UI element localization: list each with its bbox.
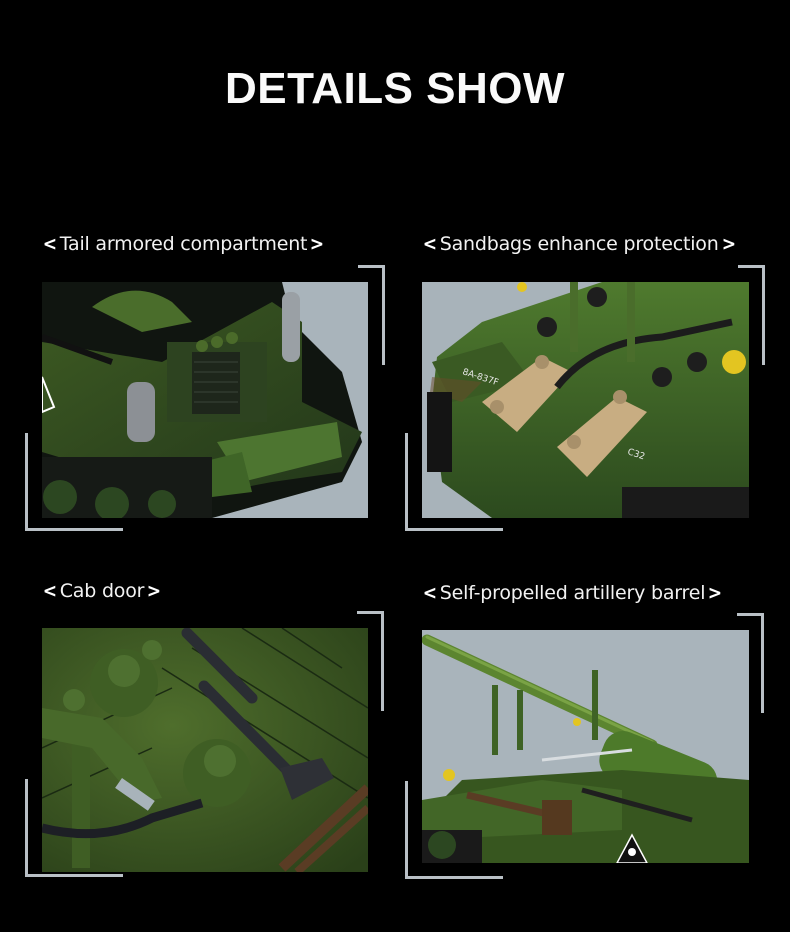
frame-corner-top-right — [357, 611, 384, 711]
chevron-right-icon: > — [721, 233, 736, 255]
chevron-left-icon: < — [422, 582, 437, 604]
chevron-left-icon: < — [42, 580, 57, 602]
detail-photo-artillery-barrel — [422, 630, 749, 863]
frame-corner-top-right — [358, 265, 385, 365]
chevron-right-icon: > — [310, 233, 325, 255]
frame-corner-bottom-left — [25, 433, 123, 531]
panel-label-self-propelled-artillery-barrel: < Self-propelled artillery barrel > — [422, 582, 723, 604]
tank-sandbags-illustration: 8A-837F C32 — [422, 282, 749, 518]
page-title: DETAILS SHOW — [224, 64, 566, 113]
frame-corner-bottom-left — [25, 779, 123, 877]
detail-photo-sandbags: 8A-837F C32 — [422, 282, 749, 518]
cab-door-illustration — [42, 628, 368, 872]
tank-rear-illustration — [42, 282, 368, 518]
chevron-right-icon: > — [708, 582, 723, 604]
frame-corner-bottom-left — [405, 781, 503, 879]
chevron-left-icon: < — [422, 233, 437, 255]
detail-photo-cab-door — [42, 628, 368, 872]
panel-label-text: Self-propelled artillery barrel — [439, 582, 706, 604]
panel-label-text: Cab door — [59, 580, 145, 602]
detail-photo-tail-compartment — [42, 282, 368, 518]
panel-label-tail-armored-compartment: < Tail armored compartment > — [42, 233, 325, 255]
panel-label-cab-door: < Cab door > — [42, 580, 162, 602]
frame-corner-top-right — [738, 265, 765, 365]
chevron-right-icon: > — [147, 580, 162, 602]
panel-label-text: Sandbags enhance protection — [439, 233, 719, 255]
panel-label-text: Tail armored compartment — [59, 233, 308, 255]
frame-corner-top-right — [737, 613, 764, 713]
artillery-barrel-illustration — [422, 630, 749, 863]
chevron-left-icon: < — [42, 233, 57, 255]
frame-corner-bottom-left — [405, 433, 503, 531]
panel-label-sandbags-enhance-protection: < Sandbags enhance protection > — [422, 233, 736, 255]
